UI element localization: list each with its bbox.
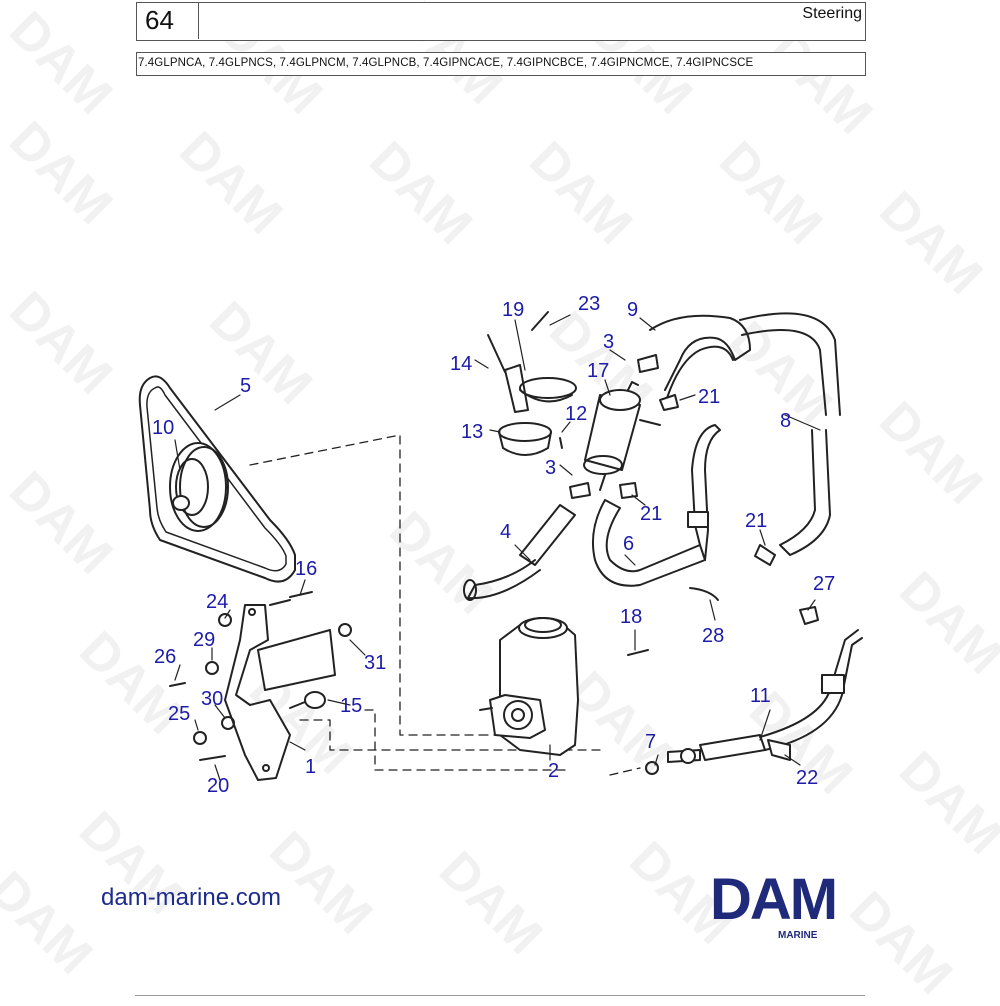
callout-12: 12	[565, 403, 587, 425]
page-number: 64	[145, 5, 174, 35]
callout-28: 28	[702, 625, 724, 647]
callout-26: 26	[154, 646, 176, 668]
callout-4: 4	[500, 521, 511, 543]
header-bar	[136, 2, 866, 41]
clamp-bracket	[487, 311, 577, 456]
logo-text: DAM	[710, 867, 836, 932]
callout-30: 30	[201, 688, 223, 710]
callout-7: 7	[645, 731, 656, 753]
callout-15: 15	[340, 695, 362, 717]
website-link[interactable]: dam-marine.com	[101, 884, 282, 911]
hose-4	[463, 504, 576, 601]
callout-11: 11	[750, 685, 771, 707]
callout-21b: 21	[640, 503, 662, 525]
return-hose	[592, 424, 721, 587]
power-steering-pump	[479, 617, 579, 756]
callout-22: 22	[796, 767, 818, 789]
cooler-canister	[583, 381, 661, 491]
callout-23: 23	[578, 293, 600, 315]
callout-20: 20	[207, 775, 229, 797]
callout-10: 10	[152, 417, 174, 439]
drive-belt	[138, 375, 296, 583]
dam-logo: DAM MARINE	[710, 867, 838, 941]
model-list: 7.4GLPNCA, 7.4GLPNCS, 7.4GLPNCM, 7.4GLPN…	[138, 57, 754, 69]
callout-13: 13	[461, 421, 483, 443]
section-title: Steering	[802, 5, 862, 22]
callout-21c: 21	[745, 510, 767, 532]
mounting-bracket	[224, 604, 336, 781]
callout-24: 24	[206, 591, 228, 613]
callout-2: 2	[548, 760, 559, 782]
callout-8: 8	[780, 410, 791, 432]
logo-subtitle: MARINE	[778, 930, 818, 941]
pulley	[169, 442, 229, 532]
callout-9: 9	[627, 299, 638, 321]
footer-divider	[135, 995, 865, 996]
callout-25: 25	[168, 703, 190, 725]
callout-16: 16	[295, 558, 317, 580]
callout-27: 27	[813, 573, 835, 595]
callout-17: 17	[587, 360, 609, 382]
callout-14: 14	[450, 353, 472, 375]
callout-1: 1	[305, 756, 316, 778]
callout-labels: 1 2 3 3 4 5 6 7 8 9 10 11 12 13 14 15 16…	[152, 293, 835, 797]
callout-29: 29	[193, 629, 215, 651]
callout-21a: 21	[698, 386, 720, 408]
callout-leaders	[174, 314, 821, 781]
callout-5: 5	[240, 375, 251, 397]
callout-6: 6	[623, 533, 634, 555]
callout-3b: 3	[545, 457, 556, 479]
models-bar	[136, 52, 866, 76]
page-number-box	[137, 3, 199, 39]
cooling-hoses	[649, 312, 841, 556]
callout-19: 19	[502, 299, 524, 321]
callout-18: 18	[620, 606, 642, 628]
callout-31: 31	[364, 652, 386, 674]
callout-3a: 3	[603, 331, 614, 353]
